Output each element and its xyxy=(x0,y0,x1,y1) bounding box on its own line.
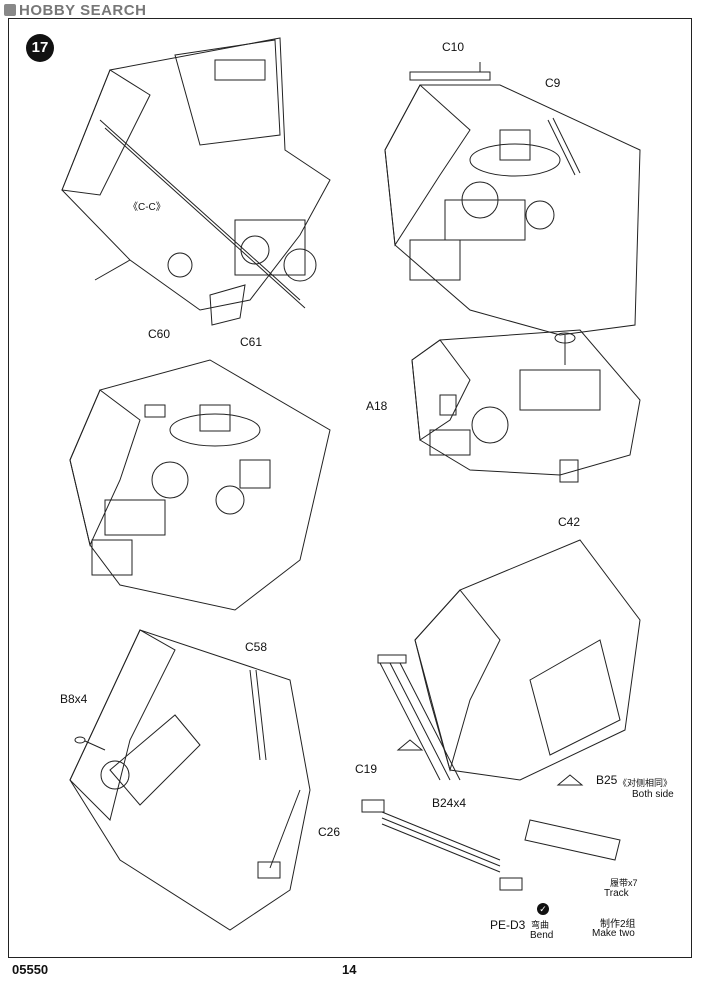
drawing-a18-c42 xyxy=(411,329,641,483)
section-view-cc-label: 《C-C》 xyxy=(128,202,166,213)
part-label-c10: C10 xyxy=(442,40,465,54)
drawing-c58-c26 xyxy=(69,629,311,931)
part-label-c60: C60 xyxy=(148,327,171,341)
part-label-a18: A18 xyxy=(366,399,388,413)
note-bend-cn: 弯曲 xyxy=(531,920,550,930)
drawing-c10-c9 xyxy=(384,62,641,336)
note-both-side-en: Both side xyxy=(632,789,674,800)
note-make-two-cn: 制作2组 xyxy=(600,919,636,930)
step-number-badge: 17 xyxy=(26,34,54,62)
note-track-en: Track xyxy=(604,888,629,899)
bend-icon: ✓ xyxy=(537,903,549,915)
watermark-logo-icon xyxy=(4,4,16,16)
part-label-c26: C26 xyxy=(318,825,341,839)
drawing-b25-tracks xyxy=(361,539,641,891)
part-label-c61: C61 xyxy=(240,335,263,349)
part-label-c19: C19 xyxy=(355,762,378,776)
drawing-c60-c61 xyxy=(69,359,331,611)
drawing-cc-section xyxy=(61,37,331,326)
part-label-b25: B25 xyxy=(596,773,618,787)
part-label-c58: C58 xyxy=(245,640,268,654)
part-label-pe-d3: PE-D3 xyxy=(490,918,526,932)
part-label-c9: C9 xyxy=(545,76,561,90)
hobby-search-watermark: HOBBY SEARCH xyxy=(4,2,146,19)
note-bend-en: Bend xyxy=(530,930,554,941)
part-label-b8x4: B8x4 xyxy=(60,692,88,706)
note-make-two-en: Make two xyxy=(592,928,635,939)
page-number: 14 xyxy=(342,962,357,977)
kit-number: 05550 xyxy=(12,962,49,977)
part-label-c42: C42 xyxy=(558,515,581,529)
page-frame xyxy=(8,18,692,958)
note-both-side-cn: 《对侧相同》 xyxy=(618,778,673,788)
part-label-b24x4: B24x4 xyxy=(432,796,467,810)
note-track-cn: 履带x7 xyxy=(610,878,638,888)
